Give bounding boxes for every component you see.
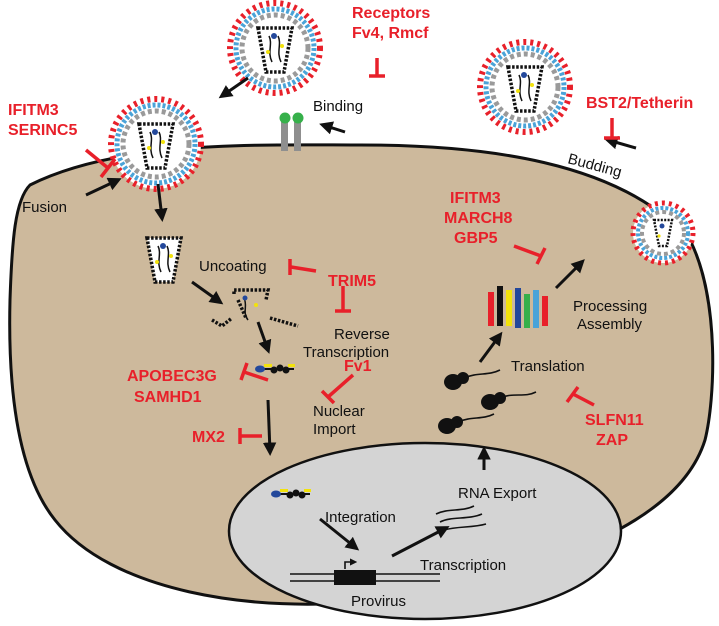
label-provirus: Provirus [351, 593, 406, 610]
viral-protein-stack-icon [488, 286, 548, 328]
factor-slfn11: SLFN11 [585, 412, 644, 429]
label-assembly: Assembly [577, 316, 643, 333]
factor-zap: ZAP [596, 432, 628, 449]
factor-serinc5: SERINC5 [8, 122, 77, 139]
nucleus [227, 441, 623, 621]
provirus-dna [290, 558, 440, 585]
factor-march8: MARCH8 [444, 210, 513, 227]
label-import: Import [313, 421, 356, 438]
factor-ifitm3-entry: IFITM3 [8, 102, 59, 119]
factor-apobec3g: APOBEC3G [127, 368, 217, 385]
factor-gbp5: GBP5 [454, 230, 498, 247]
factor-mx2: MX2 [192, 429, 225, 446]
factor-bst2-tetherin: BST2/Tetherin [586, 95, 693, 112]
factor-trim5: TRIM5 [328, 273, 376, 290]
factor-fv1: Fv1 [344, 358, 372, 375]
receptor [279, 112, 304, 151]
label-reverse: Reverse [334, 326, 390, 343]
factor-samhd1: SAMHD1 [134, 389, 202, 406]
label-nuclear: Nuclear [313, 403, 365, 420]
factor-fv4-rmcf: Fv4, Rmcf [352, 25, 429, 42]
label-transcription: Transcription [420, 557, 506, 574]
factor-receptors: Receptors [352, 5, 430, 22]
virion-released-icon [480, 42, 570, 132]
budding-virion-icon [630, 200, 696, 266]
factor-ifitm3-assembly: IFITM3 [450, 190, 501, 207]
virion-fusion-icon [111, 99, 201, 189]
label-integration: Integration [325, 509, 396, 526]
label-fusion: Fusion [22, 199, 67, 216]
lifecycle-arrows [85, 76, 637, 558]
ribosome-cluster-icon [438, 369, 537, 434]
label-processing: Processing [573, 298, 647, 315]
capsid-icon [145, 236, 183, 284]
label-rna-export: RNA Export [458, 485, 537, 502]
restriction-markers [84, 58, 620, 444]
label-translation: Translation [511, 358, 585, 375]
label-reverse-transcription: Transcription [303, 344, 389, 361]
label-uncoating: Uncoating [199, 258, 267, 275]
label-binding: Binding [313, 98, 363, 115]
uncoating-capsid-icon [211, 288, 299, 329]
